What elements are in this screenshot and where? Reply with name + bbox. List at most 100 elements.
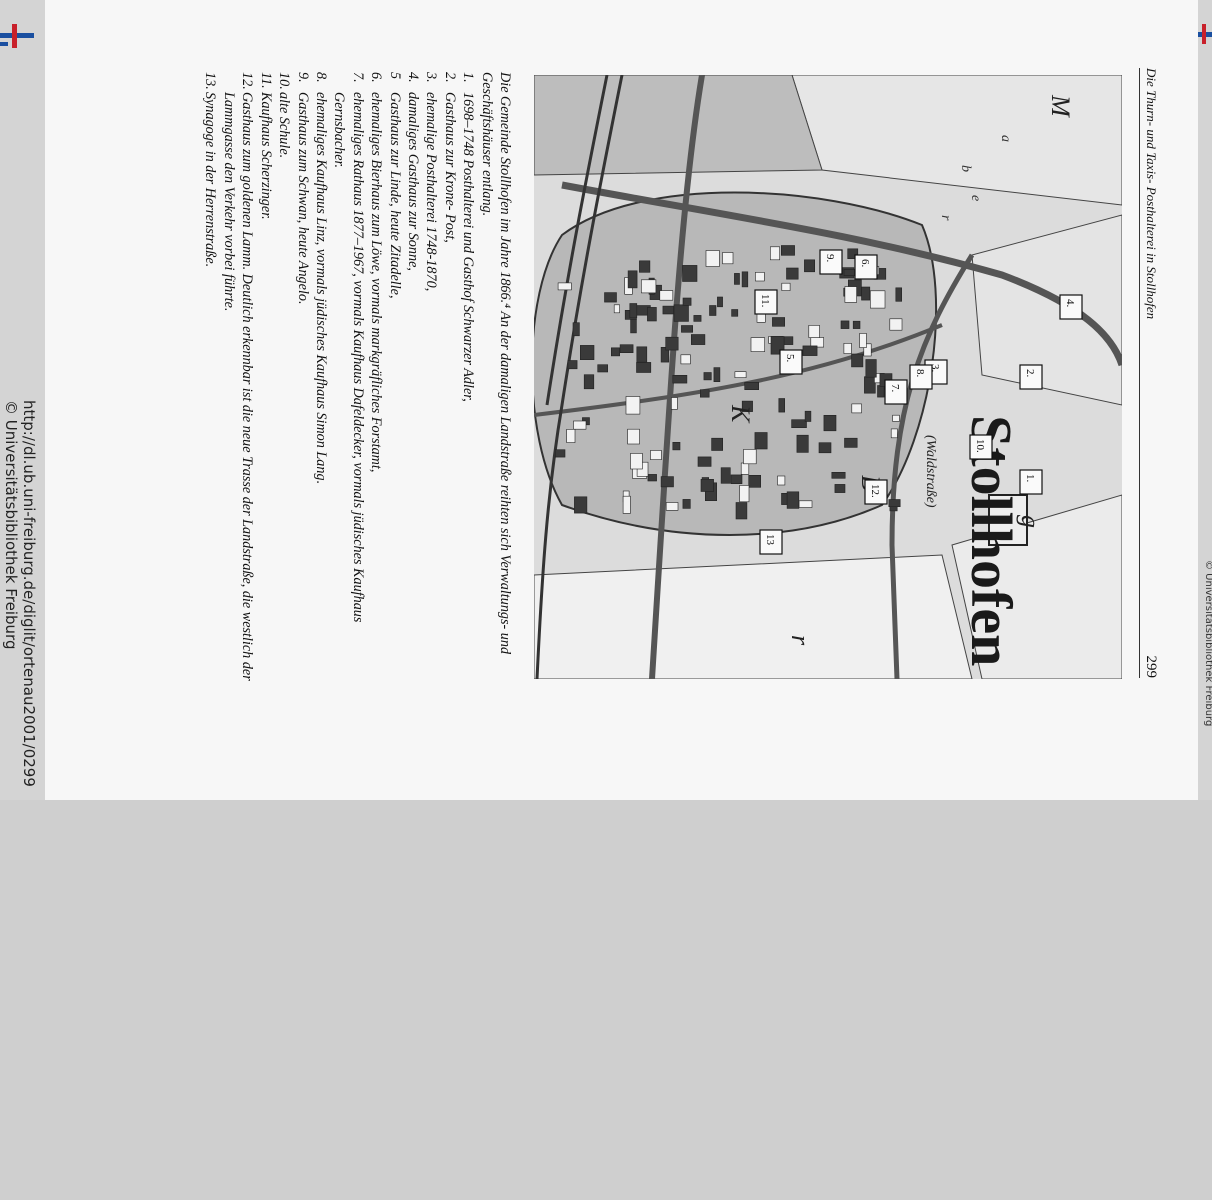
legend-text: 1698–1748 Posthalterei und Gasthof Schwa… [460,92,477,402]
legend-text: ehemalige Posthalterei 1748-1870, [423,92,440,292]
map-building [697,456,712,467]
map-marker-label: 1. [1024,474,1036,483]
legend-text: alte Schule. [276,92,293,159]
map-building [573,420,587,430]
map-marker: 8. [909,364,933,390]
map-marker: 12. [864,479,888,505]
map-building [777,475,786,486]
map-marker-box [909,364,933,390]
map-building [650,450,662,460]
legend-number: 4. [404,72,421,83]
legend-number: 2. [441,72,458,83]
map-marker: 2. [1019,364,1043,390]
legend-text: Gasthaus zum goldenen Lamm. Deutlich erk… [220,92,256,681]
legend-item: 1.1698–1748 Posthalterei und Gasthof Sch… [459,72,477,682]
map-field-letter: M [1046,94,1075,118]
legend-item: 10. alte Schule. [275,72,293,682]
map-field-word: r [938,215,953,221]
map-building [613,304,620,314]
map-building [831,471,846,479]
legend-item: 7.ehemaliges Rathaus 1877–1967, vormals … [330,72,367,682]
map-building [647,307,657,322]
map-building [740,462,750,475]
map-building [673,304,689,322]
map-building [743,449,757,465]
map-building [796,434,809,453]
map-building [865,359,877,378]
map-marker-box [779,349,803,375]
map-marker-box [864,479,888,505]
map-building [888,499,901,507]
map-building [804,410,812,422]
map-building [660,476,674,488]
map-marker-box [754,289,778,315]
map-building [844,437,858,448]
map-building [681,325,694,333]
map-marker-box [1059,294,1083,320]
map-building [703,372,712,381]
map-building [818,442,832,454]
legend-text: Kaufhaus Scherzinger. [257,92,274,220]
map-building [572,322,580,337]
legend-number: 6. [368,72,385,83]
legend-item: 9.Gasthaus zum Schwan, heute Angelo. [293,72,311,682]
map-field-letter: K [726,404,755,424]
legend-item: 8.ehemaliges Kaufhaus Linz, vormals jüdi… [312,72,330,682]
map-building [823,414,837,432]
map-building [566,428,576,443]
map-marker: 4. [1059,294,1083,320]
page-number: 299 [1143,655,1159,679]
map-marker-label: 12. [869,484,881,498]
figure-caption: Die Gemeinde Stollhofen im Jahre 1866.⁴ … [201,72,514,682]
map-marker: 5. [779,349,803,375]
legend-text: Gasthaus zur Linde, heute Zitadelle, [386,92,403,299]
legend-text: ehemaliges Rathaus 1877–1967, vormals Ka… [331,92,366,623]
map-building [690,334,706,345]
map-building [870,290,886,309]
legend-item: 11. Kaufhaus Scherzinger. [256,72,274,682]
map-marker: 7. [884,379,908,405]
map-building [864,376,876,394]
map-building [647,474,657,482]
map-building [808,325,820,338]
map-building [754,432,768,450]
map-building [636,362,652,373]
map-building [741,271,749,288]
map-marker-label: 2. [1024,369,1036,378]
map-building [735,502,748,520]
map-building [734,273,740,285]
map-field-word: b [958,165,973,172]
legend-text: ehemaliges Bierhaus zum Löwe, vormals ma… [368,92,385,473]
map-building [680,354,691,365]
map-building [672,441,681,451]
map-building [672,374,688,384]
map-marker: 6. [854,254,878,280]
map-building [574,496,588,514]
map-building [772,317,786,327]
map-marker-label: 5. [784,354,796,363]
map-marker-box [1019,469,1043,495]
map-building [859,333,867,348]
map-building [671,397,678,410]
map-field-word: e [968,195,983,201]
map-building [619,344,634,354]
legend-number: 11. [257,72,274,89]
map-building [730,474,743,484]
legend-number: 13. [202,72,219,90]
side-copyright-text: © Universitätsbibliothek Freiburg [1203,560,1212,727]
map-building [700,478,714,492]
viewer-right-margin [1198,0,1212,800]
running-header: Die Thurn- und Taxis- Posthalterei in St… [1139,68,1160,678]
legend-number: 10. [276,72,293,90]
map-building [748,474,762,488]
map-building [843,342,852,354]
map-building [611,347,621,357]
map-marker: 11. [754,289,778,315]
map-building [722,252,734,265]
map-building [682,265,698,282]
map-building [851,403,862,414]
legend-text: Synagoge in der Herrenstraße. [202,92,219,268]
legend-number: 3. [423,72,440,83]
map-building [630,318,637,334]
map-building [890,428,898,439]
